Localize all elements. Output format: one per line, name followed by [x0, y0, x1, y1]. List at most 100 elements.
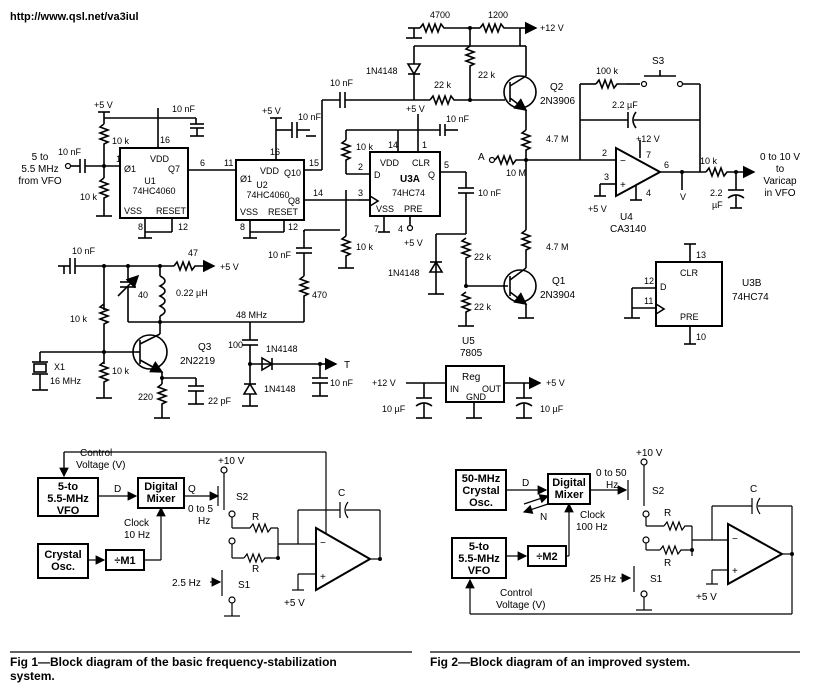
svg-text:2N3906: 2N3906 — [540, 96, 575, 107]
svg-text:11: 11 — [224, 158, 233, 168]
cap-input: 10 nF — [58, 147, 86, 173]
chip-u3b — [655, 261, 723, 327]
header-url: http://www.qsl.net/va3iul — [10, 11, 139, 23]
svg-text:C: C — [750, 484, 757, 495]
svg-text:10 k: 10 k — [80, 192, 98, 202]
input-terminal — [64, 162, 72, 170]
svg-text:16: 16 — [270, 147, 280, 157]
svg-text:VDD: VDD — [260, 166, 280, 176]
svg-text:VDD: VDD — [380, 158, 400, 168]
svg-text:2N3904: 2N3904 — [540, 290, 575, 301]
svg-text:10 k: 10 k — [112, 366, 130, 376]
svg-text:+: + — [732, 566, 738, 577]
svg-text:10 nF: 10 nF — [58, 147, 82, 157]
svg-text:OUT: OUT — [482, 384, 502, 394]
svg-text:+5 V: +5 V — [588, 204, 607, 214]
fig1-vfo-block — [37, 477, 99, 517]
svg-text:Osc.: Osc. — [51, 561, 75, 573]
svg-text:in VFO: in VFO — [764, 188, 795, 199]
svg-text:+12 V: +12 V — [372, 378, 396, 388]
svg-text:10 nF: 10 nF — [330, 78, 354, 88]
svg-text:Varicap: Varicap — [763, 176, 797, 187]
svg-text:µF: µF — [712, 200, 723, 210]
svg-text:S1: S1 — [650, 574, 663, 585]
svg-text:D: D — [660, 282, 667, 292]
svg-text:12: 12 — [288, 222, 298, 232]
chip-u5 — [445, 365, 505, 403]
chip-u2 — [235, 159, 305, 221]
svg-text:Digital: Digital — [552, 477, 586, 489]
svg-text:Crystal: Crystal — [462, 485, 499, 497]
svg-text:4: 4 — [646, 188, 651, 198]
svg-text:10 k: 10 k — [356, 242, 374, 252]
svg-text:Q3: Q3 — [198, 342, 212, 353]
transistor-q2: Q2 2N3906 — [503, 46, 575, 130]
svg-text:Clock: Clock — [580, 510, 606, 521]
svg-text:2.2 µF: 2.2 µF — [612, 100, 638, 110]
svg-text:10 µF: 10 µF — [382, 404, 406, 414]
svg-text:100: 100 — [228, 340, 243, 350]
svg-text:2N2219: 2N2219 — [180, 356, 215, 367]
svg-text:10 k: 10 k — [70, 314, 88, 324]
svg-text:+10 V: +10 V — [636, 448, 663, 459]
svg-text:1200: 1200 — [488, 10, 508, 20]
svg-text:5 to: 5 to — [32, 152, 49, 163]
fig2-mixer-block — [547, 473, 591, 505]
svg-text:Osc.: Osc. — [469, 497, 493, 509]
svg-text:10 k: 10 k — [700, 156, 718, 166]
svg-text:Mixer: Mixer — [147, 493, 176, 505]
svg-text:RESET: RESET — [268, 207, 299, 217]
svg-text:74HC74: 74HC74 — [392, 188, 425, 198]
svg-text:10 µF: 10 µF — [540, 404, 564, 414]
svg-text:10 nF: 10 nF — [446, 114, 470, 124]
svg-text:S2: S2 — [652, 486, 665, 497]
svg-text:Voltage (V): Voltage (V) — [496, 600, 545, 611]
svg-text:VFO: VFO — [468, 565, 491, 577]
svg-text:12: 12 — [644, 276, 654, 286]
svg-text:VFO: VFO — [57, 505, 80, 517]
svg-text:10 k: 10 k — [356, 142, 374, 152]
svg-text:+5 V: +5 V — [220, 262, 239, 272]
svg-text:10 nF: 10 nF — [478, 188, 502, 198]
transistor-q3: Q3 2N2219 — [132, 333, 215, 373]
svg-text:Control: Control — [500, 588, 532, 599]
svg-text:VSS: VSS — [376, 204, 394, 214]
svg-text:74HC74: 74HC74 — [732, 292, 769, 303]
svg-text:13: 13 — [696, 250, 706, 260]
svg-text:0 to 10 V: 0 to 10 V — [760, 152, 800, 163]
svg-text:1N4148: 1N4148 — [266, 344, 298, 354]
svg-text:4700: 4700 — [430, 10, 450, 20]
svg-text:C: C — [338, 488, 345, 499]
svg-text:CLR: CLR — [412, 158, 431, 168]
chip-u3a — [369, 151, 441, 217]
svg-text:16 MHz: 16 MHz — [50, 376, 82, 386]
svg-text:100 k: 100 k — [596, 66, 619, 76]
svg-text:PRE: PRE — [404, 204, 423, 214]
svg-text:5: 5 — [444, 160, 449, 170]
svg-text:A: A — [478, 152, 485, 163]
svg-text:Q: Q — [428, 170, 435, 180]
svg-text:14: 14 — [313, 188, 323, 198]
svg-text:÷M2: ÷M2 — [536, 551, 557, 563]
svg-text:Clock: Clock — [124, 518, 150, 529]
svg-text:10: 10 — [696, 332, 706, 342]
svg-text:6: 6 — [664, 160, 669, 170]
transistor-q1: Q1 2N3904 — [503, 267, 575, 319]
svg-text:Reg: Reg — [462, 372, 480, 383]
output-label: 0 to 10 V to Varicap in VFO — [760, 152, 800, 199]
svg-text:U5: U5 — [462, 336, 475, 347]
svg-text:4: 4 — [398, 224, 403, 234]
svg-text:Ø1: Ø1 — [124, 164, 136, 174]
svg-text:22 pF: 22 pF — [208, 396, 232, 406]
fig1-crystal-block — [37, 543, 89, 579]
svg-text:1N4148: 1N4148 — [366, 66, 398, 76]
svg-text:2.2: 2.2 — [710, 188, 723, 198]
svg-text:U4: U4 — [620, 212, 633, 223]
svg-text:22 k: 22 k — [474, 252, 492, 262]
svg-text:7: 7 — [646, 150, 651, 160]
svg-text:Voltage (V): Voltage (V) — [76, 460, 125, 471]
svg-text:8: 8 — [240, 222, 245, 232]
svg-text:7: 7 — [374, 224, 379, 234]
svg-text:+10 V: +10 V — [218, 456, 245, 467]
svg-text:Hz: Hz — [198, 516, 210, 527]
